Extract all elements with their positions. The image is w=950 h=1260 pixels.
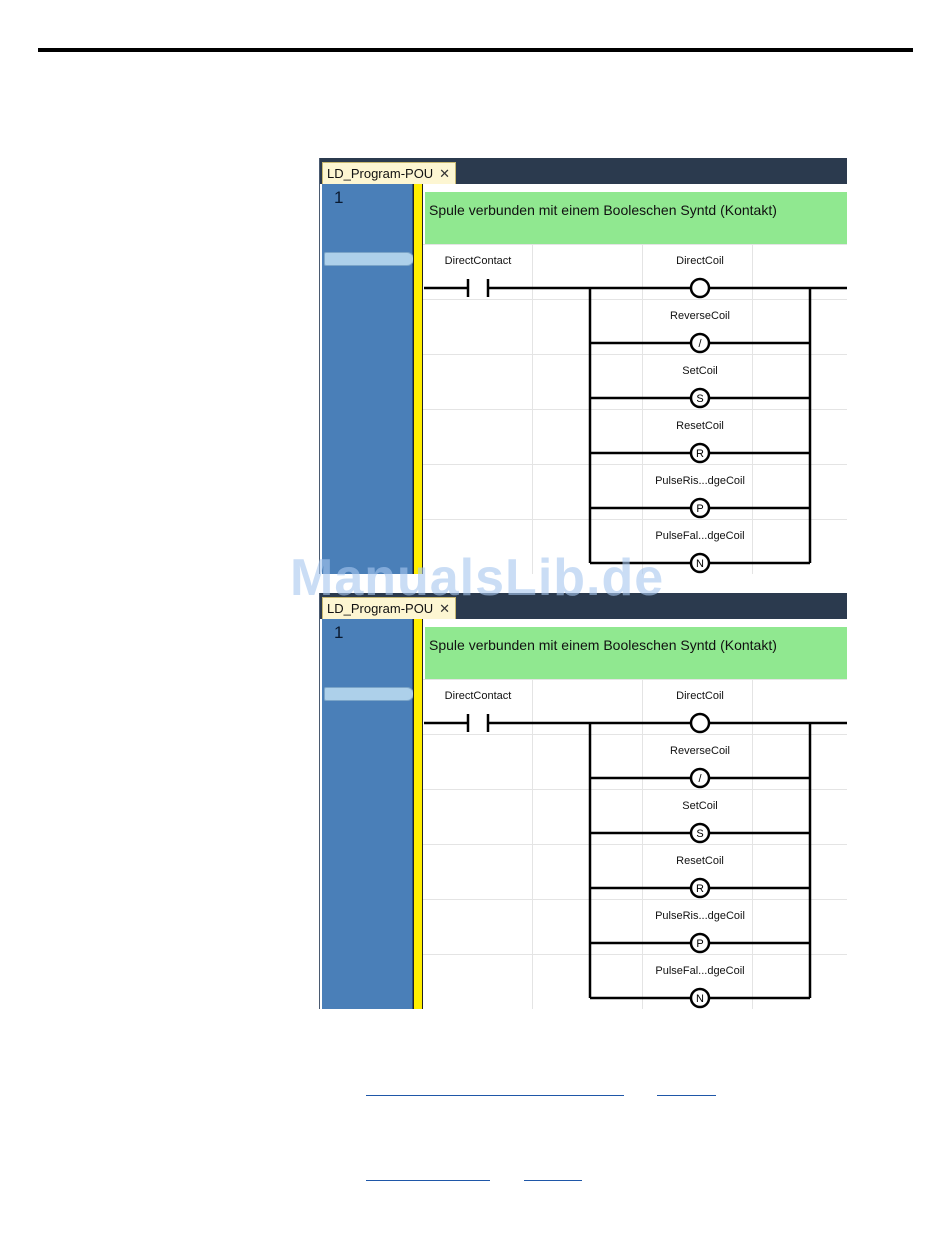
rung-number: 1 <box>334 188 344 207</box>
link-underline[interactable] <box>366 1095 624 1096</box>
page-top-rule <box>38 48 913 52</box>
coil-type-glyph: S <box>696 828 703 840</box>
coil-label: PulseRis...dgeCoil <box>655 475 745 487</box>
rung-comment[interactable]: Spule verbunden mit einem Booleschen Syn… <box>425 627 847 679</box>
coil-symbol <box>689 552 711 574</box>
coil-symbol <box>689 712 711 734</box>
tab-label: LD_Program-POU <box>327 601 434 616</box>
left-power-rail <box>413 619 423 1009</box>
coil-label: SetCoil <box>682 365 718 377</box>
coil-symbol <box>689 442 711 464</box>
tab-ld-program-pou[interactable]: LD_Program-POU ✕ <box>322 162 456 184</box>
coil-type-glyph: S <box>696 393 703 405</box>
close-icon[interactable]: ✕ <box>439 601 450 616</box>
link-underline[interactable] <box>524 1180 582 1181</box>
coil-symbol <box>689 987 711 1009</box>
rung-number: 1 <box>334 623 344 642</box>
coil-type-glyph: N <box>696 558 704 570</box>
rung-comment-text: Spule verbunden mit einem Booleschen Syn… <box>429 202 777 218</box>
contact-label: DirectContact <box>444 690 512 702</box>
ladder-grid <box>423 244 847 574</box>
ld-editor-window: LD_Program-POU ✕ 1 Spule verbunden mit e… <box>319 158 847 574</box>
coil-type-glyph: R <box>696 448 704 460</box>
coil-label: ResetCoil <box>676 855 724 867</box>
coil-symbol <box>689 767 711 789</box>
close-icon[interactable]: ✕ <box>439 166 450 181</box>
link-underline[interactable] <box>366 1180 490 1181</box>
contact-label: DirectContact <box>444 255 512 267</box>
coil-type-glyph: / <box>698 338 702 350</box>
coil-label: SetCoil <box>682 800 718 812</box>
coil-type-glyph: N <box>696 993 704 1005</box>
coil-symbol <box>689 497 711 519</box>
coil-label: PulseRis...dgeCoil <box>655 910 745 922</box>
rung-comment-text: Spule verbunden mit einem Booleschen Syn… <box>429 637 777 653</box>
coil-label: ReverseCoil <box>670 745 730 757</box>
ladder-grid <box>423 679 847 1009</box>
coil-symbol <box>689 932 711 954</box>
ladder-diagram: / S R P N <box>424 277 847 574</box>
coil-symbol <box>689 877 711 899</box>
left-power-rail <box>413 184 423 574</box>
coil-symbol <box>689 277 711 299</box>
coil-symbol <box>689 822 711 844</box>
coil-label: ReverseCoil <box>670 310 730 322</box>
coil-label: DirectCoil <box>676 255 724 267</box>
coil-label: ResetCoil <box>676 420 724 432</box>
coil-type-glyph: / <box>698 773 702 785</box>
rung-comment[interactable]: Spule verbunden mit einem Booleschen Syn… <box>425 192 847 244</box>
coil-symbol <box>689 387 711 409</box>
coil-type-glyph: P <box>696 938 703 950</box>
coil-symbol <box>689 332 711 354</box>
link-underline[interactable] <box>657 1095 716 1096</box>
coil-label: PulseFal...dgeCoil <box>655 965 745 977</box>
coil-label: PulseFal...dgeCoil <box>655 530 745 542</box>
rung-number-column[interactable]: 1 <box>322 619 413 1009</box>
coil-type-glyph: R <box>696 883 704 895</box>
coil-label: DirectCoil <box>676 690 724 702</box>
tab-label: LD_Program-POU <box>327 166 434 181</box>
ld-editor-window: LD_Program-POU ✕ 1 Spule verbunden mit e… <box>319 593 847 1009</box>
tab-ld-program-pou[interactable]: LD_Program-POU ✕ <box>322 597 456 619</box>
ladder-diagram: / S R P N <box>424 712 847 1009</box>
rung-number-column[interactable]: 1 <box>322 184 413 574</box>
coil-type-glyph: P <box>696 503 703 515</box>
